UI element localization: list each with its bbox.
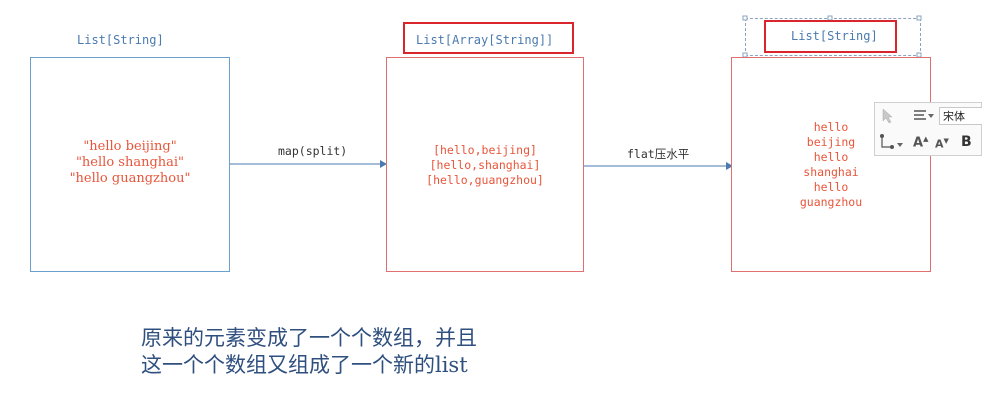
stage1-line-2: "hello shanghai" [75,155,185,170]
note-line-2: 这一个个数组又组成了一个新的list [141,353,468,377]
stage3-type-label[interactable]: List[String] [791,29,878,43]
stage1-type-label: List[String] [77,33,164,47]
stage3-line-5: hello [813,180,849,194]
stage2-type-highlight [403,22,574,54]
stage3-line-4: shanghai [803,165,859,179]
arrow2 [584,162,733,170]
stage2-box [386,57,584,272]
stage1-line-1: "hello beijing" [83,139,177,154]
align-icon[interactable] [913,109,935,123]
stage3-selection-frame [745,18,921,56]
font-name-input[interactable]: 宋体 [939,107,982,125]
stage1-line-3: "hello guangzhou" [69,171,191,186]
note-line-1: 原来的元素变成了一个个数组，并且 [141,326,477,350]
stage3-line-6: guangzhou [799,195,863,209]
stage2-line-2: [hello,shanghai] [429,158,541,172]
stage2-line-3: [hello,guangzhou] [426,173,544,187]
stage2-type-label: List[Array[String]] [416,33,554,47]
font-grow-icon[interactable]: A▲ [913,135,929,151]
stage1-box [30,57,230,272]
cursor-icon[interactable] [881,108,895,124]
stage3-box [731,57,931,272]
mini-toolbar: 宋体 A▲ A▼ B [874,102,982,156]
stage2-content: [hello,beijing] [hello,shanghai] [hello,… [386,143,584,188]
stage3-line-1: hello [813,120,849,134]
connector-icon[interactable] [879,133,905,153]
stage2-line-1: [hello,beijing] [433,143,537,157]
stage3-line-3: hello [813,150,849,164]
stage1-content: "hello beijing" "hello shanghai" "hello … [30,139,230,187]
font-shrink-icon[interactable]: A▼ [935,137,949,151]
arrow1 [230,160,387,168]
stage3-content: hello beijing hello shanghai hello guang… [731,120,931,210]
arrow2-label: flat压水平 [627,147,690,161]
stage3-type-highlight [764,20,897,53]
arrow1-label: map(split) [278,144,348,158]
stage3-line-2: beijing [806,135,856,149]
bold-icon[interactable]: B [961,134,972,150]
